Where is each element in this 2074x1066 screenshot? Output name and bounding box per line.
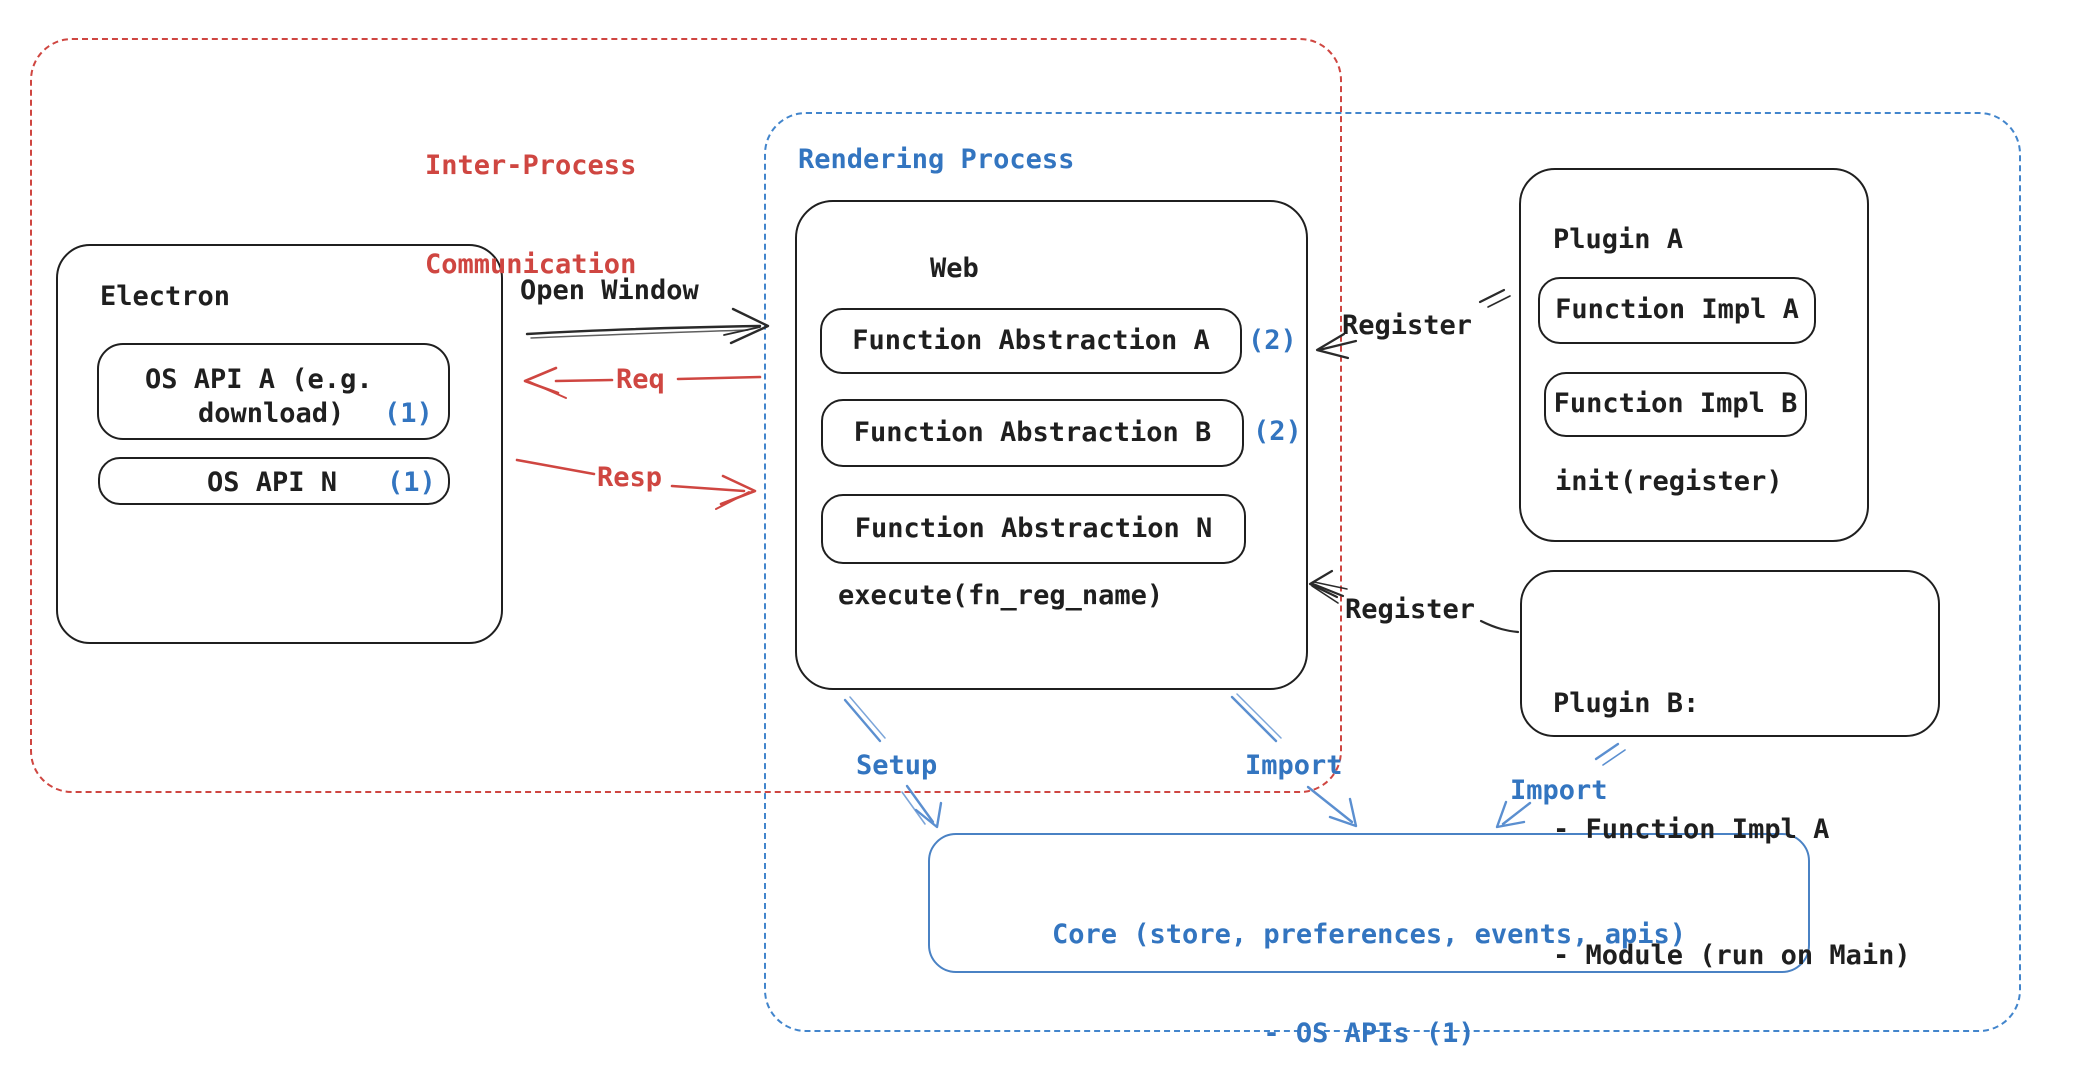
- core-line2: - OS APIs (1): [1263, 1018, 1475, 1049]
- plugin-b-line2: - Function Impl A: [1553, 814, 1830, 845]
- electron-box: [56, 244, 503, 644]
- function-impl-b-box: [1544, 372, 1807, 437]
- ipc-title-line1: Inter-Process: [425, 149, 637, 181]
- function-impl-b-label: Function Impl B: [1553, 388, 1798, 420]
- os-api-a-badge: (1): [384, 398, 433, 429]
- electron-title: Electron: [100, 281, 231, 312]
- plugin-a-init-label: init(register): [1555, 466, 1783, 497]
- function-impl-a-label: Function Impl A: [1555, 294, 1799, 326]
- os-api-a-box: [97, 343, 450, 440]
- os-api-n-box: [98, 457, 450, 505]
- function-abstraction-b-badge: (2): [1253, 416, 1302, 447]
- open-window-label: Open Window: [520, 275, 699, 306]
- ipc-region-title: Inter-Process Communication: [425, 84, 636, 348]
- plugin-a-box: [1519, 168, 1869, 542]
- web-title: Web: [930, 253, 979, 284]
- function-abstraction-a-box: [820, 308, 1242, 374]
- core-box: [928, 833, 1810, 973]
- function-abstraction-b-box: [821, 399, 1244, 467]
- function-abstraction-n-box: [821, 494, 1246, 564]
- execute-label: execute(fn_reg_name): [838, 580, 1164, 611]
- import-plugin-b-label: Import: [1510, 775, 1608, 806]
- plugin-a-title: Plugin A: [1553, 224, 1684, 255]
- register-b-label: Register: [1345, 594, 1476, 625]
- function-abstraction-a-badge: (2): [1248, 325, 1297, 356]
- os-api-a-line2: download): [198, 398, 345, 429]
- core-text: Core (store, preferences, events, apis) …: [928, 852, 1810, 1066]
- setup-label: Setup: [856, 750, 938, 781]
- os-api-n-label: OS API N: [207, 467, 338, 498]
- ipc-title-line2: Communication: [425, 248, 637, 280]
- function-impl-a-box: [1538, 277, 1816, 344]
- plugin-b-line3: - Module (run on Main): [1553, 940, 1911, 971]
- register-a-label: Register: [1342, 310, 1473, 341]
- function-abstraction-n-label: Function Abstraction N: [854, 512, 1213, 544]
- ipc-region-outline: [30, 38, 1342, 793]
- os-api-n-badge: (1): [387, 467, 436, 498]
- resp-label: Resp: [597, 462, 663, 493]
- import-web-label: Import: [1245, 750, 1343, 781]
- plugin-b-box: [1520, 570, 1940, 737]
- os-api-a-line1: OS API A (e.g.: [145, 364, 373, 395]
- plugin-b-line1: Plugin B:: [1553, 688, 1700, 719]
- rendering-region-outline: [764, 112, 2021, 1032]
- req-label: Req: [616, 364, 665, 395]
- plugin-b-text: Plugin B: - Function Impl A - Module (ru…: [1553, 599, 1911, 1061]
- rendering-region-title: Rendering Process: [798, 144, 1075, 175]
- function-abstraction-b-label: Function Abstraction B: [853, 416, 1212, 448]
- function-abstraction-a-label: Function Abstraction A: [852, 324, 1210, 356]
- core-line1: Core (store, preferences, events, apis): [1052, 919, 1686, 950]
